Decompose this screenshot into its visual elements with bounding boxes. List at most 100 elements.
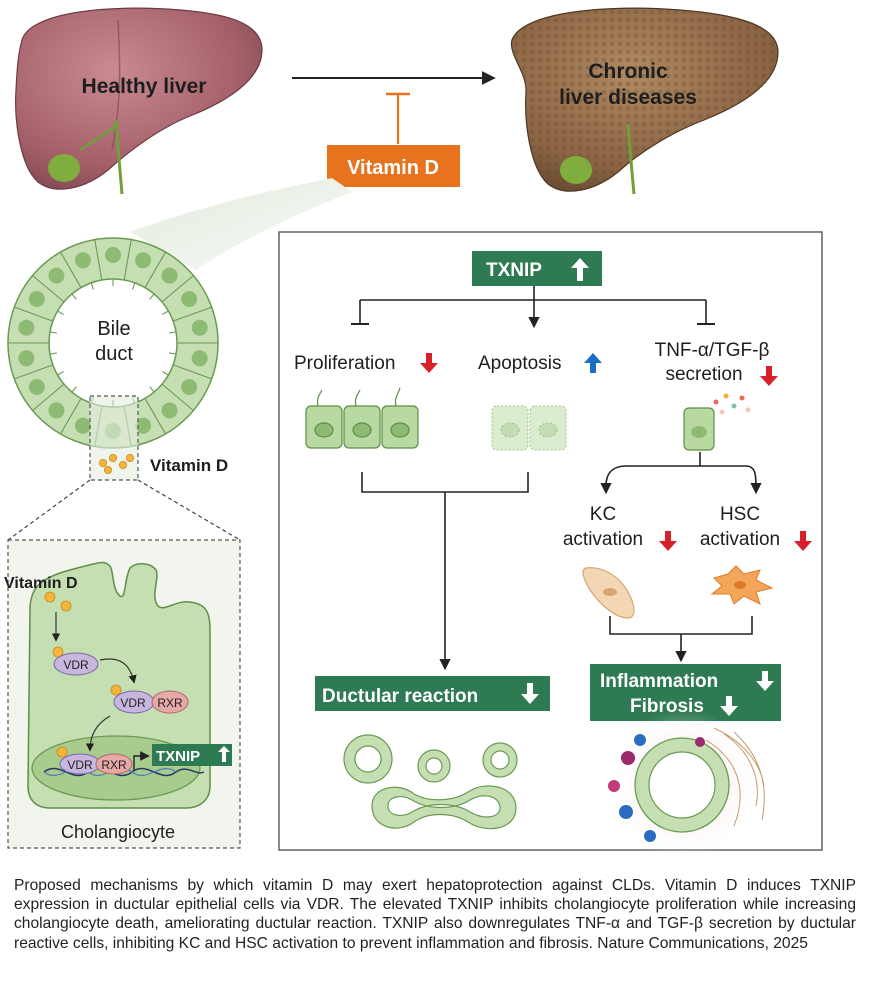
mechanism-diagram: Healthy liver Vitamin D Chronic liver di… [4,7,823,861]
duct-cell-border [60,398,82,435]
tnf-tgf-label-line2: secretion [665,364,742,385]
hsc-label-line2: activation [700,529,780,550]
duct-cell-border [14,306,54,322]
apoptosis-label: Apoptosis [478,353,561,374]
ductular-down-arrow [521,683,539,704]
inset-txnip-up-arrow [218,746,230,762]
duct-cell-nucleus [161,267,178,284]
duct-cilium [49,331,57,334]
inflamed-duct-illustration [608,709,765,861]
chronic-liver-label-line1: Chronic [588,60,668,83]
inset-txnip-box [152,744,232,766]
duct-cilium [169,352,177,355]
secreting-cell [683,393,751,451]
zoom-cone [130,178,352,270]
vdr-ligand-2 [110,684,122,696]
duct-cell-nucleus [18,319,35,336]
tnf-tgf-down-arrow [760,366,778,386]
vitamin-d-box [327,145,460,187]
zoom-dash-left [7,479,91,541]
vdr-label-3: VDR [67,758,93,772]
diseased-liver-illustration [510,7,779,195]
duct-cilium [162,371,169,376]
nuclear-entry-arrow [85,715,111,752]
inset-txnip-label: TXNIP [156,748,200,765]
duct-cell-nucleus [48,402,65,419]
vdr-protein-1 [53,652,99,676]
inset-vitamin-d-molecules [44,591,72,612]
duct-cell-nucleus [191,319,208,336]
rxr-label-1: RXR [157,696,183,710]
duct-cilium [131,282,136,290]
duct-cilium [71,293,77,300]
duct-cell-nucleus [181,291,198,307]
duct-cell-border [161,275,194,303]
apoptotic-cells [491,405,567,451]
proliferation-down-arrow [420,353,438,373]
zoom-dash-right [137,479,241,541]
zoom-highlight-box [89,395,139,481]
duct-cell-border [94,239,103,281]
duct-cilium [149,293,155,300]
txnip-up-arrow [571,258,589,281]
cholangiocyte-label: Cholangiocyte [61,822,175,842]
duct-cell-nucleus [105,247,121,263]
apoptosis-up-arrow [584,353,602,373]
small-ducts-illustration [343,734,518,830]
inset-vitamin-d-label: Vitamin D [4,575,78,592]
duct-cell-border [144,251,166,288]
vdr-label-2: VDR [120,696,146,710]
vitamin-d-molecules [99,453,135,474]
hsc-label-line1: HSC [720,504,760,525]
duct-cell-nucleus [28,291,45,307]
kc-nucleus [603,588,617,596]
inflammation-down-arrow [756,671,774,691]
duct-cell-border [144,398,166,435]
rxr-protein-1 [151,690,189,714]
kc-down-arrow [659,531,677,551]
bile-duct-label-line1: Bile [97,318,130,340]
duct-cilium [71,386,77,393]
kc-hsc-split [605,465,757,489]
transcription-arrow [133,751,150,770]
txnip-box-label: TXNIP [486,260,542,281]
duct-cell-border [172,306,212,322]
proliferation-label: Proliferation [294,353,395,374]
duct-cilium [57,371,64,376]
duct-cell-border [14,364,54,380]
duct-cell-nucleus [74,417,91,434]
hsc-nucleus [734,581,746,589]
duct-cell-border [172,364,212,380]
rxr-protein-2 [95,753,133,775]
ductular-reaction-box [315,676,550,711]
duct-cell-border [32,383,65,411]
duct-cell-nucleus [161,402,178,419]
ductular-reaction-label: Ductular reaction [322,686,478,707]
chronic-liver-label-line2: liver diseases [559,86,697,109]
vitamin-d-molecule-label: Vitamin D [150,456,228,475]
vdr-rxr-arrow [99,658,137,684]
proliferating-cells [305,387,419,449]
rxr-label-2: RXR [101,758,127,772]
hsc-down-arrow [794,531,812,551]
vdr-label-1: VDR [63,658,89,672]
duct-cell-border [60,251,82,288]
duct-cilium [90,282,95,290]
duct-cell-nucleus [74,252,91,269]
duct-cilium [149,386,155,393]
figure-caption: Proposed mechanisms by which vitamin D m… [14,877,856,952]
kc-label-line1: KC [590,504,616,525]
duct-cilium [49,352,57,355]
duct-cell-nucleus [28,379,45,395]
fibrosis-down-arrow [720,696,738,716]
bile-duct-label-line2: duct [95,343,133,365]
tnf-tgf-label-line1: TNF-α/TGF-β [655,340,770,361]
duct-cell-nucleus [191,350,208,367]
duct-cilium [57,310,64,315]
duct-cell-border [32,275,65,303]
duct-cell-border [123,239,132,281]
duct-cell-nucleus [181,379,198,395]
duct-cell-nucleus [135,252,152,269]
duct-cell-border [161,383,194,411]
kc-label-line2: activation [563,529,643,550]
